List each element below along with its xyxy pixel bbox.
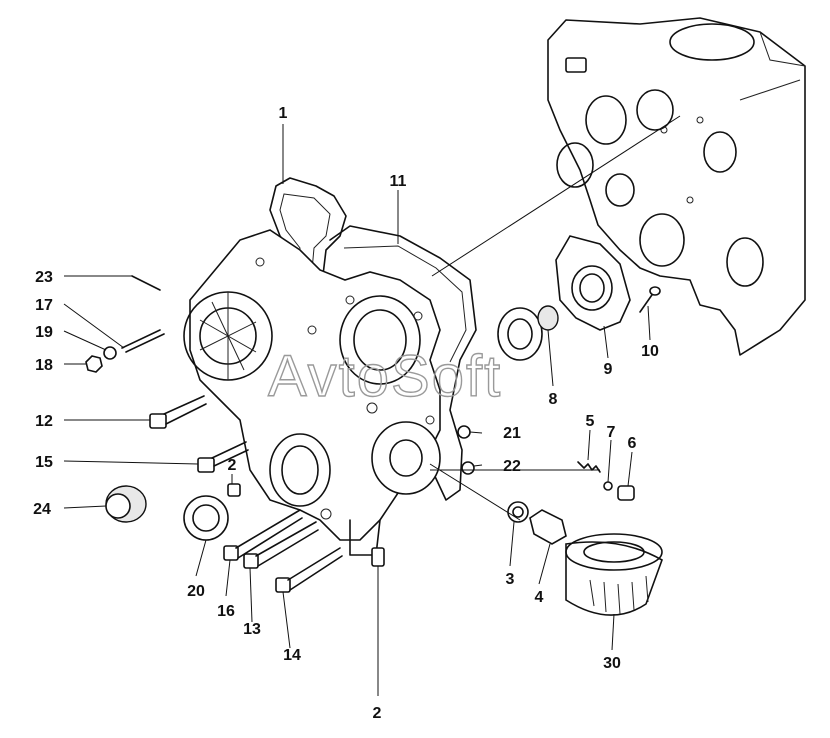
oil-pump-rotor-part-8 [497, 305, 559, 361]
washer-part-19 [103, 346, 117, 360]
oil-filter-part-30 [565, 533, 663, 616]
pin-part-2-upper [227, 483, 241, 497]
callout-c24: 24 [33, 501, 51, 518]
callout-c5: 5 [586, 413, 595, 430]
watermark: AvtoSoft [268, 344, 502, 409]
bolt-part-10 [639, 286, 661, 313]
callout-c6: 6 [628, 435, 637, 452]
engine-block [547, 17, 806, 356]
seal-part-20 [183, 495, 229, 541]
spring-part-5 [577, 461, 601, 473]
callout-c12: 12 [35, 413, 53, 430]
o-ring-part-22 [461, 461, 475, 475]
callout-c18: 18 [35, 357, 53, 374]
plug-part-24 [105, 485, 147, 523]
callout-c15: 15 [35, 454, 53, 471]
callout-c21: 21 [503, 425, 521, 442]
bolt-part-16 [223, 509, 303, 561]
bolt-part-12 [149, 395, 207, 429]
fitting-part-4 [529, 509, 567, 545]
callout-c23: 23 [35, 269, 53, 286]
callout-c10: 10 [641, 343, 659, 360]
o-ring-part-21 [457, 425, 471, 439]
callout-c7: 7 [607, 424, 616, 441]
callout-c19: 19 [35, 324, 53, 341]
stud-part-17 [121, 329, 165, 353]
plug-part-6 [617, 485, 635, 501]
pin-part-2-lower [371, 547, 385, 567]
callout-c13: 13 [243, 621, 261, 638]
callout-c1: 1 [279, 105, 288, 122]
front-cover [183, 229, 441, 556]
ball-part-7 [603, 481, 613, 491]
callout-c8: 8 [549, 391, 558, 408]
callout-c30: 30 [603, 655, 621, 672]
callout-c4: 4 [535, 589, 544, 606]
callout-c16: 16 [217, 603, 235, 620]
callout-c22: 22 [503, 458, 521, 475]
oil-pump-cover-part-9 [555, 235, 631, 331]
callout-leaders [63, 124, 651, 696]
callout-c3: 3 [506, 571, 515, 588]
bolt-part-14 [275, 547, 343, 593]
stud-part-23 [131, 275, 161, 291]
callout-c2a: 2 [228, 457, 237, 474]
callout-c11: 11 [390, 173, 407, 190]
callout-c17: 17 [35, 297, 53, 314]
callout-c9: 9 [604, 361, 613, 378]
callout-c2b: 2 [373, 705, 382, 722]
bolt-part-13 [243, 521, 319, 569]
callout-c14: 14 [283, 647, 301, 664]
nut-part-18 [85, 355, 103, 373]
gasket-part-11 [329, 225, 477, 501]
bolt-part-15 [197, 441, 249, 473]
callout-c20: 20 [187, 583, 205, 600]
